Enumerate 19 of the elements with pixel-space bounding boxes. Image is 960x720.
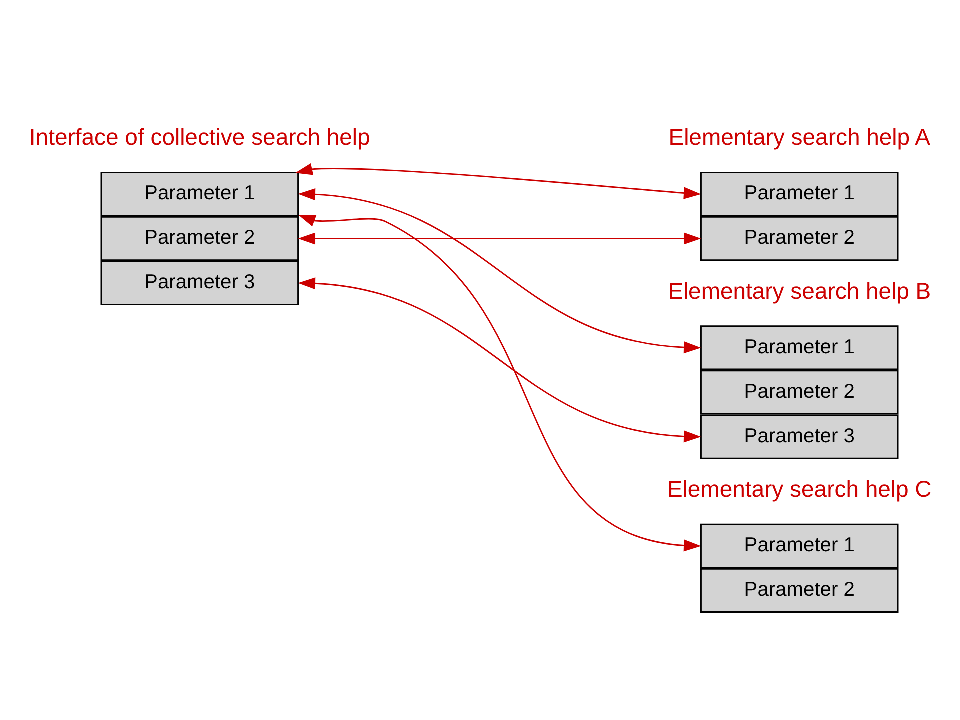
node-label: Elementary search help C xyxy=(668,476,932,502)
node-box: Parameter 1 xyxy=(700,325,899,370)
arrow xyxy=(298,232,702,244)
arrow xyxy=(298,188,702,354)
node-label: Elementary search help B xyxy=(668,277,932,304)
node-box: Parameter 2 xyxy=(700,216,899,261)
node-box: Parameter 3 xyxy=(100,260,299,306)
arrow xyxy=(298,277,702,442)
node-box: Parameter 2 xyxy=(700,370,899,414)
node-box: Parameter 1 xyxy=(700,523,899,568)
node-box: Parameter 1 xyxy=(100,171,299,216)
node-box: Parameter 2 xyxy=(700,568,899,612)
arrow xyxy=(298,214,702,552)
node-box: Parameter 1 xyxy=(700,171,899,216)
node-box: Parameter 2 xyxy=(100,216,299,261)
node-box: Parameter 3 xyxy=(700,414,899,459)
node-label: Elementary search help A xyxy=(668,124,930,150)
node-label: Interface of collective search help xyxy=(29,124,370,150)
arrow xyxy=(295,162,702,199)
